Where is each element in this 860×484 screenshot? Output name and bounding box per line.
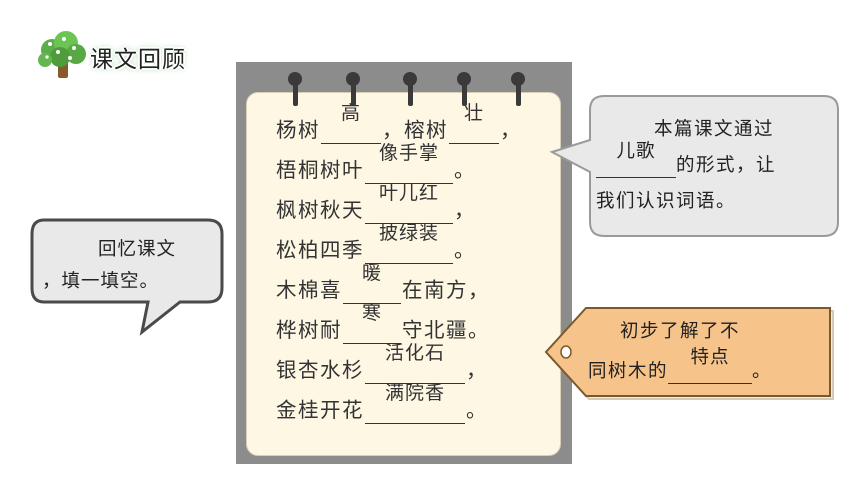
answer-blank: 满院香 [365, 382, 465, 424]
poem-lines: 杨树高，榕树壮， 梧桐树叶像手掌。 枫树秋天叶儿红， 松柏四季披绿装。 木棉喜暖… [276, 102, 566, 430]
answer-blank: 特点 [668, 347, 753, 384]
answer-blank: 叶儿红 [365, 182, 453, 224]
answer-blank: 壮 [449, 102, 499, 144]
answer-blank: 高 [321, 102, 381, 144]
binder-ring-icon [346, 72, 360, 106]
poem-line: 松柏四季披绿装。 [276, 222, 476, 264]
right-bubble-text: 本篇课文通过 儿歌的形式，让 我们认识词语。 [596, 119, 777, 212]
answer-blank: 寒 [343, 302, 401, 344]
poem-line: 梧桐树叶像手掌。 [276, 142, 476, 184]
binder-ring-icon [457, 72, 471, 106]
poem-line: 枫树秋天叶儿红， [276, 182, 476, 224]
orange-tag [544, 307, 834, 400]
answer-blank: 像手掌 [365, 142, 453, 184]
poem-line: 金桂开花满院香。 [276, 382, 488, 424]
page-title: 课文回顾 [90, 47, 186, 73]
tag-text: 初步了解了不 同树木的特点。 [588, 321, 773, 384]
poem-line: 木棉喜暖在南方， [276, 262, 490, 304]
tree-icon [38, 31, 86, 78]
poem-line: 桦树耐寒守北疆。 [276, 302, 490, 344]
right-speech-bubble [549, 95, 839, 237]
poem-line: 杨树高，榕树壮， [276, 102, 522, 144]
answer-blank: 披绿装 [365, 222, 453, 264]
poem-line: 银杏水杉活化石， [276, 342, 488, 384]
left-speech-bubble [30, 218, 224, 336]
binder-ring-icon [403, 72, 417, 106]
binder-ring-icon [511, 72, 525, 106]
answer-blank: 活化石 [365, 342, 465, 384]
answer-blank: 暖 [343, 262, 401, 304]
notepad [246, 92, 561, 456]
left-bubble-text: 回忆课文 ，填一填空。 [42, 239, 177, 292]
binder-ring-icon [288, 72, 302, 106]
answer-blank: 儿歌 [596, 141, 676, 178]
